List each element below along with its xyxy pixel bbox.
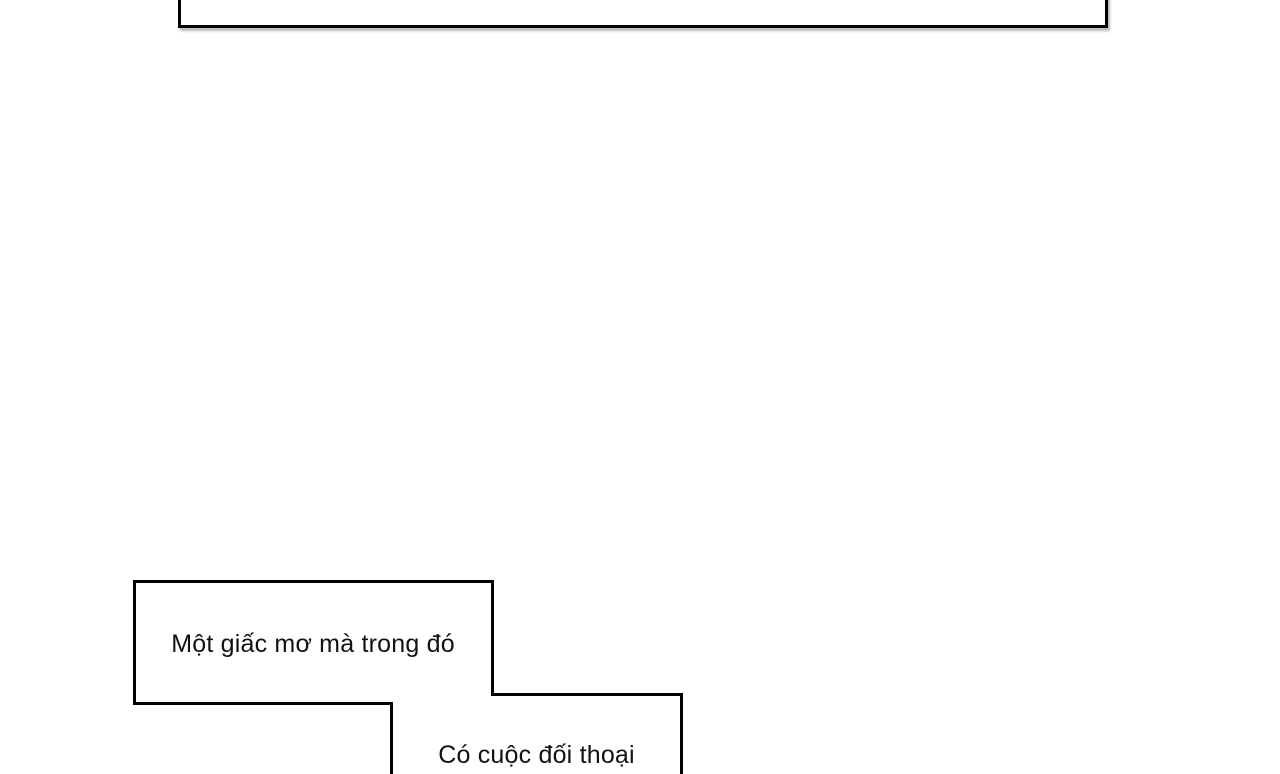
top-panel-border bbox=[178, 0, 1108, 28]
caption-text-2: Có cuộc đối thoại bbox=[438, 741, 635, 769]
caption-box-1: Một giấc mơ mà trong đó bbox=[136, 586, 490, 702]
caption-box-2: Có cuộc đối thoại bbox=[393, 696, 680, 774]
caption-boxes-outline bbox=[133, 580, 683, 774]
caption-text-1: Một giấc mơ mà trong đó bbox=[171, 630, 455, 658]
